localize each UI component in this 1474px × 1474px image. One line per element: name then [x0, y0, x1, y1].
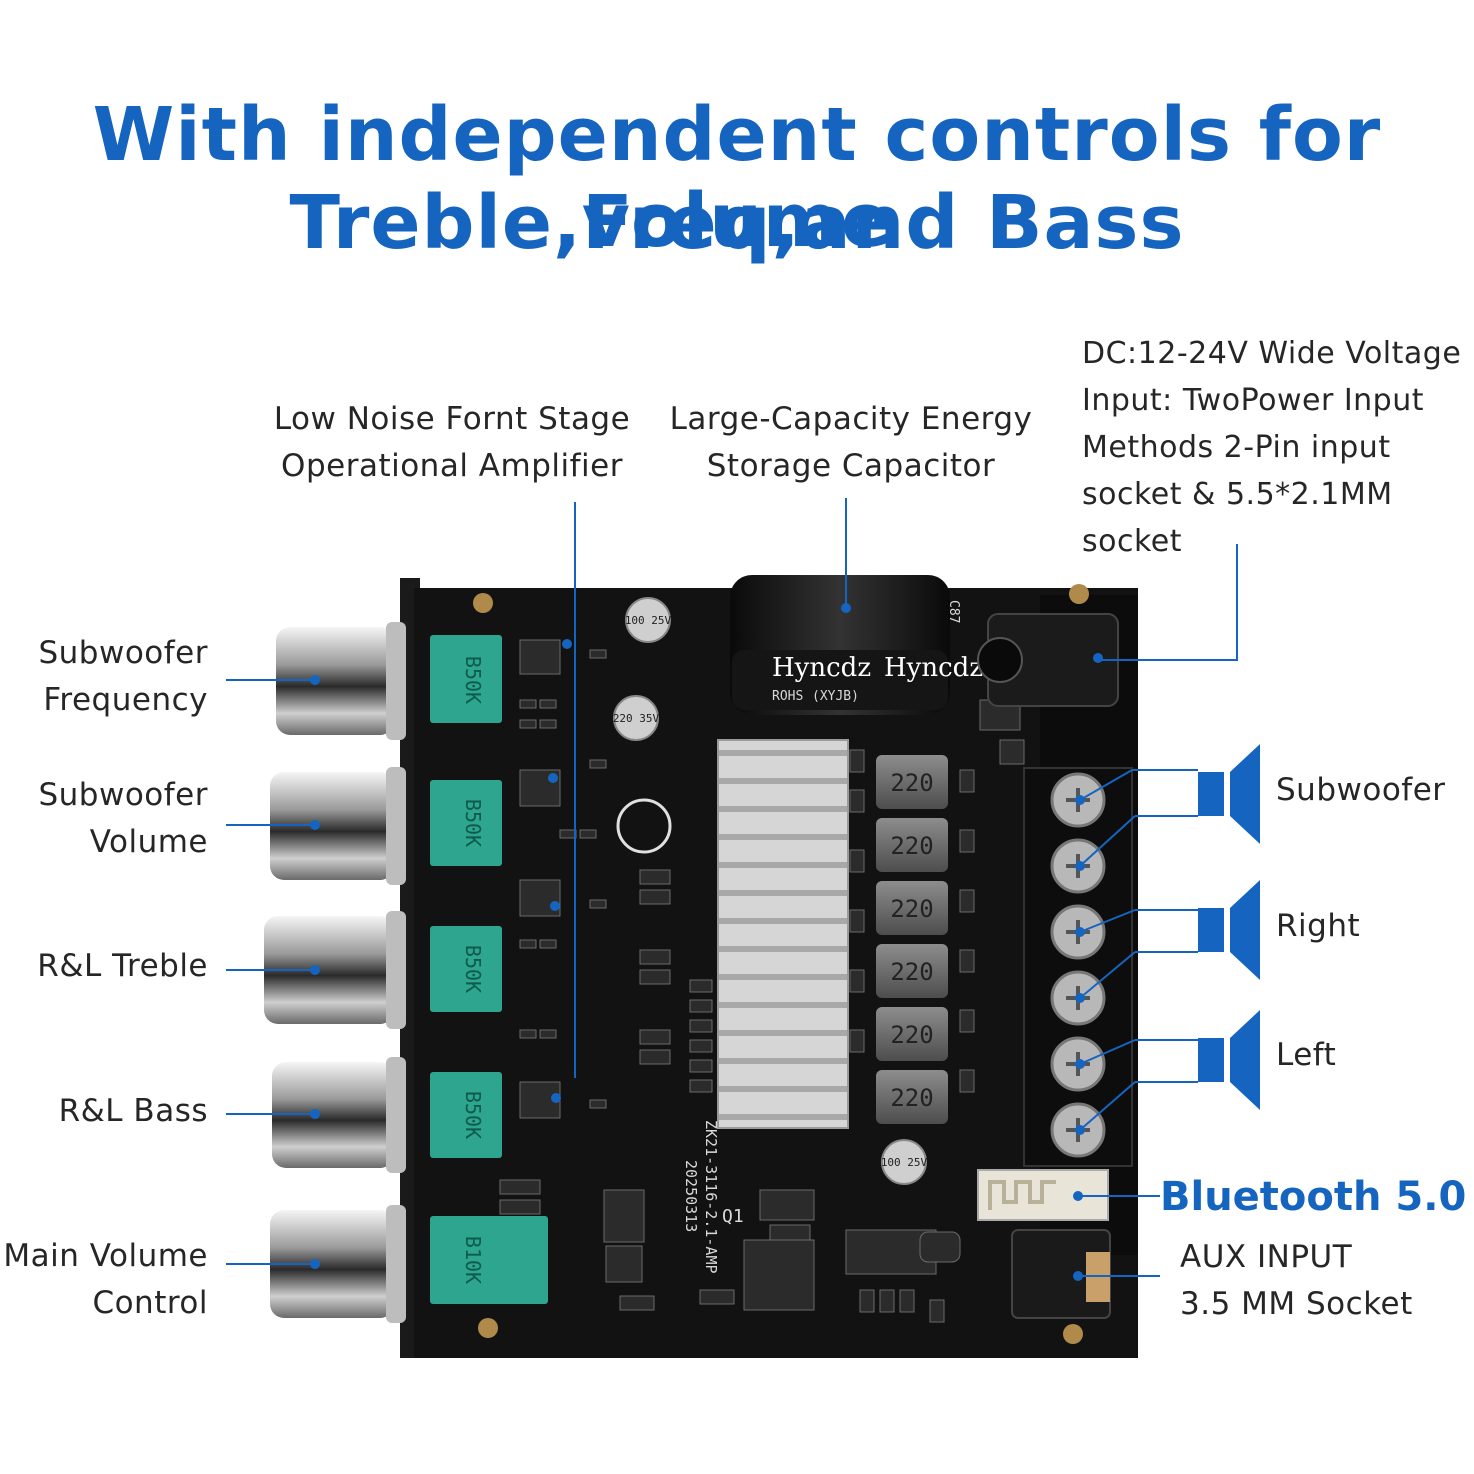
sub-vol-line-1: Subwoofer	[38, 777, 208, 813]
knob-treble	[264, 911, 406, 1029]
sub-freq-line-2: Frequency	[43, 682, 208, 718]
inductor-marking-6: 220	[890, 1084, 933, 1112]
aux-line-2: 3.5 MM Socket	[1180, 1286, 1413, 1322]
aux-line-1: AUX INPUT	[1180, 1239, 1353, 1275]
inductor-marking-5: 220	[890, 1021, 933, 1049]
capacitor-ref: C87	[946, 600, 961, 623]
callout-treble: R&L Treble	[0, 943, 208, 990]
speaker-icons	[1198, 744, 1260, 1110]
callout-output-subwoofer: Subwoofer	[1276, 772, 1446, 808]
pot-marking-2: B50K	[461, 799, 485, 847]
speaker-icon-left	[1198, 1010, 1260, 1110]
capacitor-brand-2: Hyncdz	[884, 653, 983, 683]
sub-freq-line-1: Subwoofer	[38, 635, 208, 671]
dc-input-line-2: Input: TwoPower Input	[1082, 383, 1424, 418]
smd-components	[499, 639, 1025, 1323]
main-vol-line-2: Control	[92, 1285, 208, 1321]
callout-dc-input: DC:12-24V Wide Voltage Input: TwoPower I…	[1082, 330, 1474, 565]
treble-line-1: R&L Treble	[37, 948, 208, 984]
sub-vol-line-2: Volume	[89, 824, 208, 860]
callout-bass: R&L Bass	[0, 1088, 208, 1135]
pot-marking-3: B50K	[461, 945, 485, 993]
pot-marking-1: B50K	[461, 656, 485, 704]
speaker-icon-subwoofer	[1198, 744, 1260, 844]
small-cap-marking-1: 100 25V	[625, 614, 672, 627]
capacitor-rohs: ROHS	[772, 689, 803, 704]
potentiometers	[430, 635, 548, 1304]
standoffs	[473, 584, 1089, 1344]
callout-lines	[226, 498, 1238, 1281]
knob-bass	[272, 1057, 406, 1173]
dc-input-line-3: Methods 2-Pin input	[1082, 430, 1391, 465]
dc-input-line-4: socket & 5.5*2.1MM	[1082, 477, 1393, 512]
capacitor-code: (XYJB)	[812, 689, 859, 704]
inductor-marking-1: 220	[890, 769, 933, 797]
small-cap-marking-3: 100 25V	[881, 1156, 928, 1169]
capacitor-line-2: Storage Capacitor	[706, 448, 996, 484]
bass-line-1: R&L Bass	[58, 1093, 208, 1129]
callout-subwoofer-volume: Subwoofer Volume	[0, 772, 208, 866]
energy-storage-capacitor	[730, 575, 950, 715]
capacitor-brand-1: Hyncdz	[772, 653, 871, 683]
knob-subwoofer-frequency	[276, 622, 406, 740]
inductors	[876, 755, 948, 1124]
pot-marking-4: B50K	[461, 1091, 485, 1139]
capacitor-line-1: Large-Capacity Energy	[669, 401, 1033, 437]
inductor-marking-4: 220	[890, 958, 933, 986]
pot-marking-5: B10K	[461, 1236, 485, 1284]
inductor-marking-2: 220	[890, 832, 933, 860]
dc-input-line-1: DC:12-24V Wide Voltage	[1082, 336, 1462, 371]
heatsink	[717, 739, 849, 1129]
callout-output-left: Left	[1276, 1037, 1337, 1073]
headline-line-2: Treble,Freq,and Bass	[289, 180, 1185, 266]
small-cap-marking-2: 220 35V	[613, 712, 660, 725]
knob-main-volume	[270, 1205, 406, 1323]
op-amp-line-2: Operational Amplifier	[281, 448, 623, 484]
callout-main-volume: Main Volume Control	[0, 1233, 208, 1327]
main-vol-line-1: Main Volume	[3, 1238, 208, 1274]
transistor-ref: Q1	[722, 1206, 744, 1227]
callout-aux: AUX INPUT 3.5 MM Socket	[1180, 1234, 1470, 1328]
board-date: 20250313	[682, 1160, 700, 1232]
board-model: ZK21-3116-2.1-AMP	[702, 1120, 720, 1274]
callout-op-amp: Low Noise Fornt Stage Operational Amplif…	[262, 396, 642, 490]
callout-subwoofer-frequency: Subwoofer Frequency	[0, 630, 208, 724]
op-amp-line-1: Low Noise Fornt Stage	[273, 401, 631, 437]
callout-output-right: Right	[1276, 908, 1361, 944]
speaker-icon-right	[1198, 880, 1260, 980]
small-capacitors	[613, 597, 927, 1185]
callout-capacitor: Large-Capacity Energy Storage Capacitor	[666, 396, 1036, 490]
dc-input-line-5: socket	[1082, 524, 1183, 559]
callout-bluetooth: Bluetooth 5.0	[1160, 1174, 1467, 1220]
knob-subwoofer-volume	[270, 767, 406, 885]
inductor-marking-3: 220	[890, 895, 933, 923]
headline-line-1: With independent controls for volume	[92, 92, 1382, 264]
